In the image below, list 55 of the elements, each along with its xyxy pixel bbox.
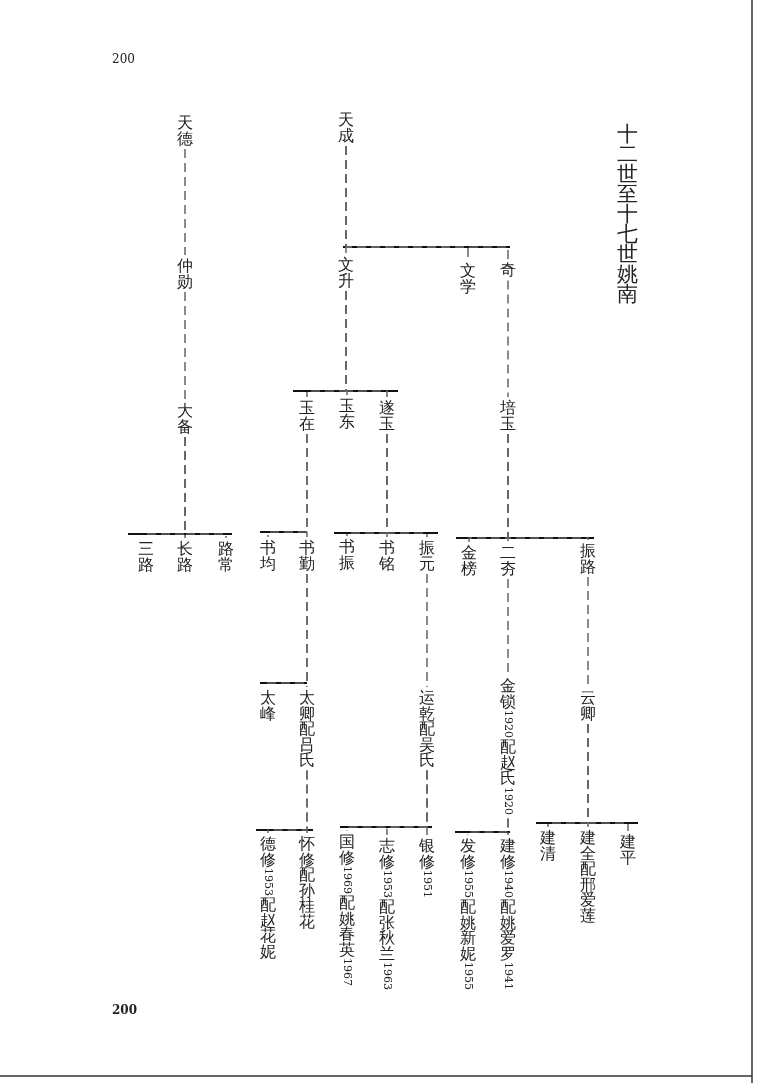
name-label: 金榜 xyxy=(461,545,477,576)
name-label: 三路 xyxy=(138,541,154,572)
name-label: 志修1953配张秋兰1963 xyxy=(379,838,395,991)
name-label: 怀修配孙桂花 xyxy=(299,836,315,929)
name-label: 玉在 xyxy=(299,400,315,431)
name-label: 天成 xyxy=(338,112,354,143)
name-label: 二夯 xyxy=(500,545,516,576)
lineage-line xyxy=(345,290,388,398)
name-label: 国修1969配姚春英1967 xyxy=(339,834,355,987)
lineage-line xyxy=(507,433,589,541)
name-label: 大备 xyxy=(177,403,193,434)
lineage-line xyxy=(184,291,186,401)
lineage-line xyxy=(426,769,428,836)
lineage-line xyxy=(587,723,629,832)
title: 十二世至十七世姚南 xyxy=(617,124,638,304)
name-label: 书勤 xyxy=(299,540,315,571)
lineage-line xyxy=(184,436,227,539)
lineage-line xyxy=(345,145,509,260)
name-label: 云卿 xyxy=(580,690,596,721)
name-label: 运乾配吴氏 xyxy=(419,690,435,768)
name-label: 德修1953配赵花妮 xyxy=(260,836,276,959)
name-label: 路常 xyxy=(218,541,234,572)
name-label: 奇 xyxy=(500,262,516,278)
name-label: 建修1940配姚爱罗1941 xyxy=(500,838,516,991)
name-label: 振元 xyxy=(419,540,435,571)
lineage-line xyxy=(306,769,308,834)
name-label: 玉东 xyxy=(339,398,355,429)
lineage-line xyxy=(386,433,428,538)
lineage-line xyxy=(306,433,308,538)
name-label: 遂玉 xyxy=(379,400,395,431)
name-label: 书振 xyxy=(339,539,355,570)
name-label: 发修1955配姚新妮1955 xyxy=(460,838,476,991)
lineage-line xyxy=(507,817,509,836)
name-label: 培玉 xyxy=(500,400,516,431)
name-label: 仲勋 xyxy=(177,258,193,289)
lineage-line xyxy=(507,279,509,398)
name-label: 文升 xyxy=(338,257,354,288)
name-label: 天德 xyxy=(177,115,193,146)
name-label: 金锁1920配赵氏1920 xyxy=(500,678,516,816)
name-label: 建全配邢爱莲 xyxy=(580,830,596,923)
page-number: 200 xyxy=(112,52,135,66)
name-label: 建平 xyxy=(620,834,636,865)
name-label: 文学 xyxy=(460,263,476,294)
name-label: 振路 xyxy=(580,543,596,574)
lineage-line xyxy=(306,573,308,688)
name-label: 太峰 xyxy=(260,690,276,721)
page-number: 200 xyxy=(112,1003,138,1017)
name-label: 太卿配吕氏 xyxy=(299,690,315,768)
name-label: 长路 xyxy=(177,541,193,572)
name-label: 书均 xyxy=(260,540,276,571)
lineage-line xyxy=(184,148,186,256)
name-label: 银修1951 xyxy=(419,838,435,899)
name-label: 书铭 xyxy=(379,540,395,571)
name-label: 建清 xyxy=(540,830,556,861)
lineage-line xyxy=(426,573,428,688)
